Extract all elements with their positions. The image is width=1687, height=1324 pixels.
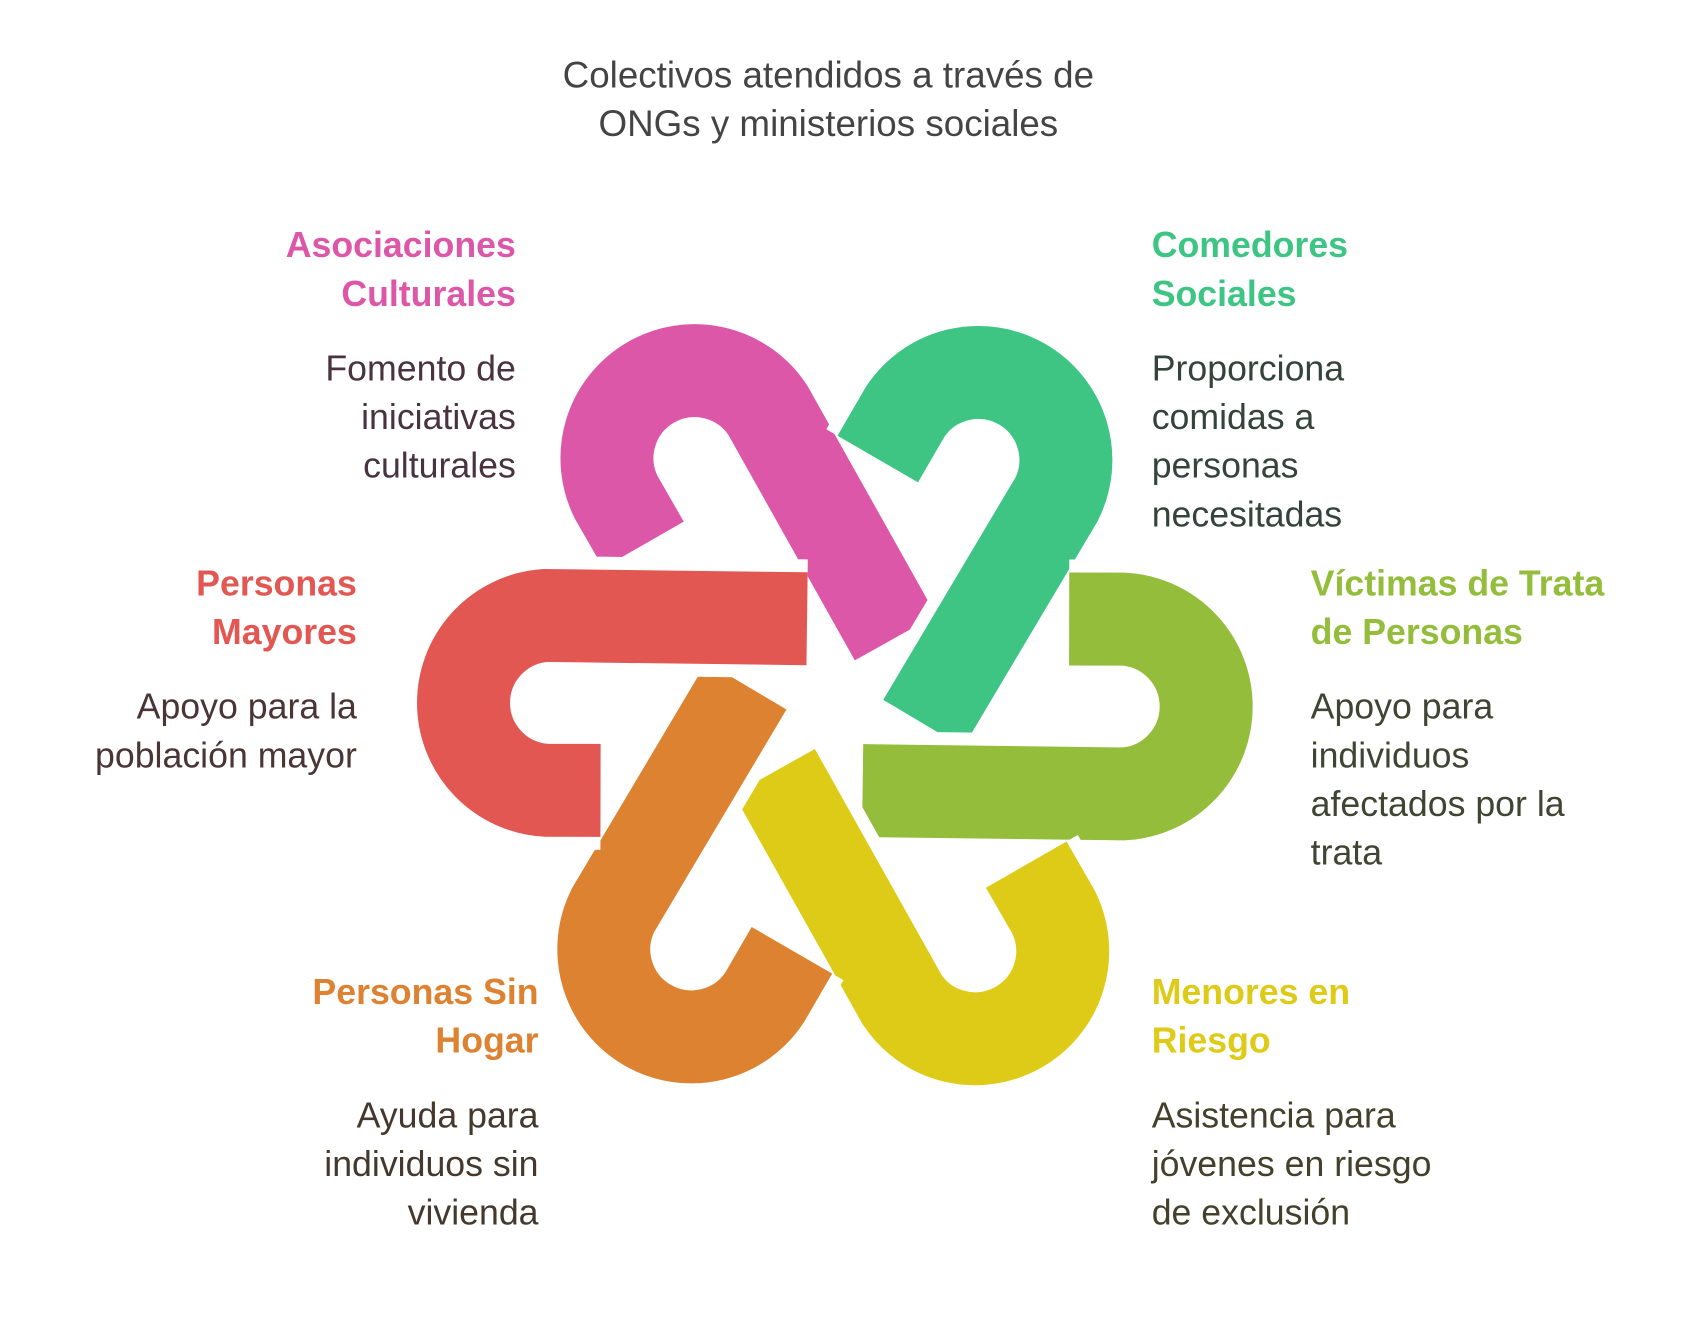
group-description-line: jóvenes en riesgo xyxy=(1151,1143,1432,1184)
title-line: ONGs y ministerios sociales xyxy=(598,103,1059,145)
group-title-line: Sociales xyxy=(1151,273,1297,314)
loop-band xyxy=(837,326,1113,748)
group-description-line: individuos sin xyxy=(324,1143,539,1184)
group-description-line: personas xyxy=(1151,445,1299,486)
group-description: Proporciona comidas a personas necesitadas xyxy=(1152,344,1498,539)
loop-band xyxy=(560,324,936,661)
group-description-line: necesitadas xyxy=(1151,493,1343,534)
group-title-line: Mayores xyxy=(212,611,357,652)
loop-band xyxy=(557,662,833,1084)
group-title: Víctimas de Trata de Personas xyxy=(1311,559,1668,656)
group-description-line: Ayuda para xyxy=(356,1094,539,1135)
group-title: Menores en Riesgo xyxy=(1152,967,1498,1064)
group-title-line: Menores en xyxy=(1151,971,1351,1012)
group-title-line: Asociaciones xyxy=(285,224,516,265)
group-title-line: Personas Sin xyxy=(312,971,539,1012)
group-title-line: de Personas xyxy=(1310,611,1523,652)
loop-band xyxy=(733,748,1110,1086)
group-description-line: comidas a xyxy=(1151,396,1315,437)
group-description-line: individuos xyxy=(1310,734,1470,775)
group-description-line: iniciativas xyxy=(361,396,516,437)
group-description-line: Apoyo para xyxy=(1310,686,1494,727)
group-title-line: Comedores xyxy=(1151,224,1349,265)
loop-personas-sin-hogar xyxy=(544,655,844,1097)
loop-comedores-sociales xyxy=(826,313,1126,754)
loop-victimas-trata xyxy=(861,559,1266,854)
title-line: Colectivos atendidos a través de xyxy=(562,55,1095,97)
loop-band xyxy=(417,568,808,837)
group-description-line: vivienda xyxy=(407,1192,539,1233)
group-description-line: culturales xyxy=(363,445,516,486)
group-description-line: Apoyo para la xyxy=(136,686,357,727)
loop-menores-riesgo xyxy=(722,742,1123,1099)
group-title-line: Hogar xyxy=(435,1020,539,1061)
group-description: Ayuda para individuos sin vivienda xyxy=(192,1091,538,1237)
group-title-line: Riesgo xyxy=(1151,1020,1271,1061)
group-description-line: Fomento de xyxy=(325,348,516,389)
loop-personas-mayores xyxy=(404,555,808,850)
group-title-line: Personas xyxy=(196,563,357,604)
group-description-line: afectados por la xyxy=(1310,783,1565,824)
group-description: Fomento de iniciativas culturales xyxy=(170,344,516,490)
group-description-line: trata xyxy=(1310,832,1383,873)
group-title-line: Víctimas de Trata xyxy=(1310,563,1605,604)
group-description: Apoyo para la población mayor xyxy=(11,682,357,779)
group-description: Asistencia para jóvenes en riesgo de exclu… xyxy=(1152,1091,1498,1237)
group-description-line: Asistencia para xyxy=(1151,1094,1396,1135)
group-description-line: población mayor xyxy=(95,734,357,775)
group-description: Apoyo para individuos afectados por la trat… xyxy=(1311,682,1668,877)
group-description-line: Proporciona xyxy=(1151,348,1345,389)
group-description-line: de exclusión xyxy=(1151,1192,1351,1233)
loop-band xyxy=(862,572,1253,841)
loop-asociaciones-culturales xyxy=(547,311,948,667)
diagram-title: Colectivos atendidos a través de ONGs y … xyxy=(0,52,1657,149)
group-title-line: Culturales xyxy=(341,273,516,314)
